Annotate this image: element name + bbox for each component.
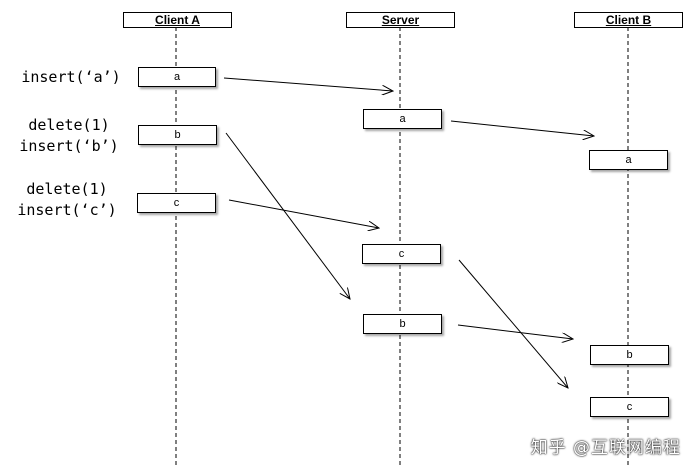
client-a-op-1: insert(‘a’) (6, 67, 136, 88)
client-a-box-a: a (138, 67, 216, 87)
op-line: delete(1) (26, 180, 108, 198)
op-line: delete(1) (28, 116, 110, 134)
client-b-box-a: a (589, 150, 668, 170)
arrow-b-to-server (225, 132, 350, 299)
client-a-op-3: delete(1) insert(‘c’) (2, 179, 132, 221)
client-b-box-c: c (590, 397, 669, 417)
arrow-a-server-to-client-b (450, 120, 594, 136)
header-server: Server (346, 12, 455, 28)
arrow-b-server-to-client-b (457, 324, 573, 339)
watermark: 知乎 @互联网编程 (530, 438, 681, 458)
op-line: insert(‘b’) (19, 137, 119, 155)
client-a-box-b: b (138, 125, 217, 145)
server-box-c: c (362, 244, 441, 264)
arrow-a-to-server (223, 77, 393, 91)
server-box-a: a (363, 109, 442, 129)
client-a-box-c: c (137, 193, 216, 213)
op-line: insert(‘c’) (17, 201, 117, 219)
arrow-c-server-to-client-b (458, 259, 568, 388)
arrow-c-to-server (228, 199, 379, 228)
client-b-box-b: b (590, 345, 669, 365)
client-a-op-2: delete(1) insert(‘b’) (4, 115, 134, 157)
op-line: insert(‘a’) (21, 68, 121, 86)
header-client-b: Client B (574, 12, 683, 28)
header-client-a: Client A (123, 12, 232, 28)
server-box-b: b (363, 314, 442, 334)
